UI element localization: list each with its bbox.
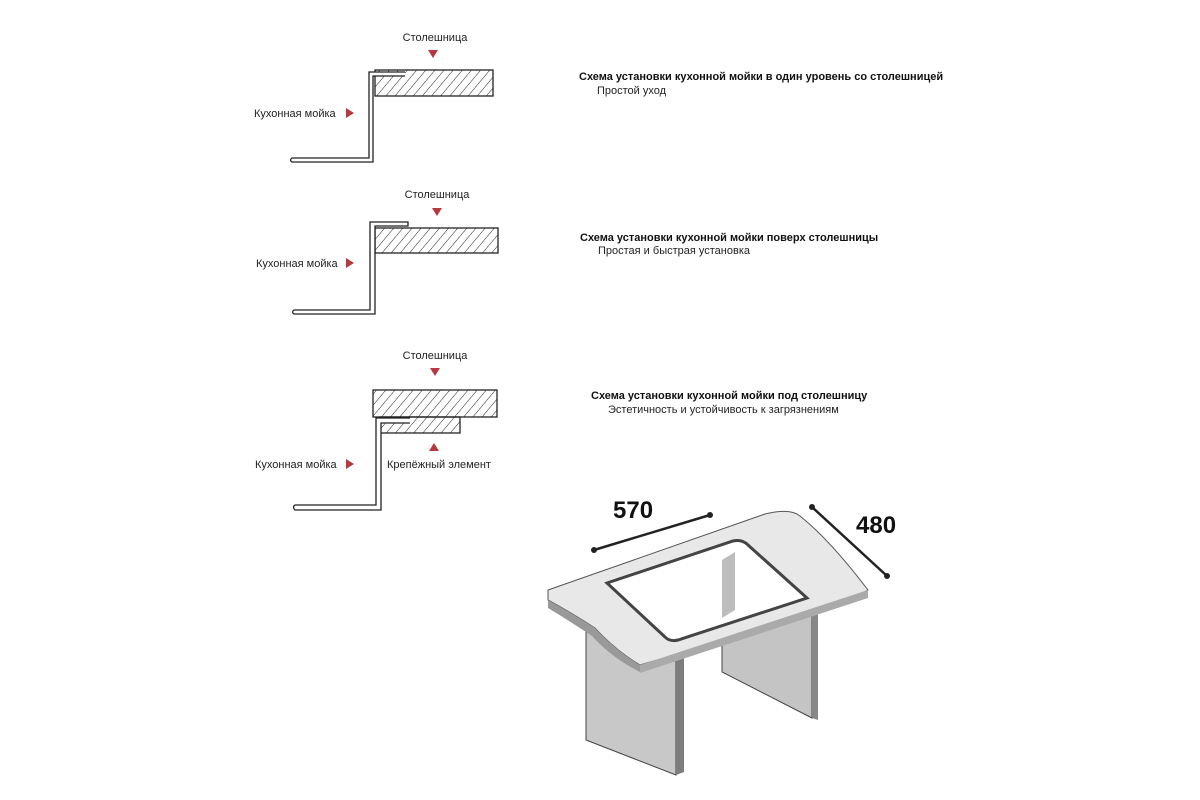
- front-leg-edge: [676, 657, 684, 775]
- sink-label: Кухонная мойка: [254, 108, 337, 120]
- dimension-endpoint: [809, 504, 815, 510]
- fastener-label: Крепёжный элемент: [387, 459, 491, 471]
- arrow-right-icon: [346, 258, 354, 268]
- depth-dimension-line: [811, 506, 888, 577]
- scheme-overmount: Столешница Кухонная мойка Схема установк…: [256, 189, 878, 315]
- sink-cutout: [604, 539, 810, 643]
- scheme-subtitle: Простая и быстрая установка: [598, 245, 751, 257]
- sink-profile: [289, 71, 405, 163]
- back-leg-edge: [812, 610, 818, 720]
- scheme-undermount: Столешница Кухонная мойка Крепёжный элем…: [255, 350, 868, 511]
- countertop-3d-illustration: 570 480: [547, 497, 896, 776]
- dimension-endpoint: [884, 573, 890, 579]
- arrow-right-icon: [346, 459, 354, 469]
- sink-profile: [291, 221, 409, 315]
- depth-dimension-label: 480: [856, 512, 896, 539]
- arrow-down-icon: [432, 208, 442, 216]
- dimension-endpoint: [707, 512, 713, 518]
- width-dimension-line: [593, 513, 711, 552]
- countertop-section: [372, 389, 498, 418]
- countertop-front-edge: [640, 590, 868, 673]
- width-dimension-label: 570: [613, 497, 653, 524]
- countertop-section: [374, 227, 499, 254]
- sink-label: Кухонная мойка: [256, 258, 339, 270]
- scheme-flush: Столешница Кухонная мойка Схема установк…: [254, 32, 943, 163]
- scheme-subtitle: Эстетичность и устойчивость к загрязнени…: [608, 404, 839, 416]
- scheme-title: Схема установки кухонной мойки поверх ст…: [580, 232, 878, 244]
- scheme-title: Схема установки кухонной мойки под столе…: [591, 390, 868, 402]
- cutout-inner-wall: [722, 552, 735, 618]
- countertop-label: Столешница: [405, 189, 471, 201]
- countertop-edge: [548, 600, 640, 672]
- scheme-subtitle: Простой уход: [597, 85, 667, 97]
- arrow-down-icon: [430, 368, 440, 376]
- countertop-label: Столешница: [403, 350, 469, 362]
- dimension-endpoint: [591, 547, 597, 553]
- sink-profile: [292, 417, 410, 511]
- countertop-label: Столешница: [403, 32, 469, 44]
- arrow-up-icon: [429, 443, 439, 451]
- arrow-down-icon: [428, 50, 438, 58]
- arrow-right-icon: [346, 108, 354, 118]
- sink-label: Кухонная мойка: [255, 459, 338, 471]
- scheme-title: Схема установки кухонной мойки в один ур…: [579, 71, 943, 83]
